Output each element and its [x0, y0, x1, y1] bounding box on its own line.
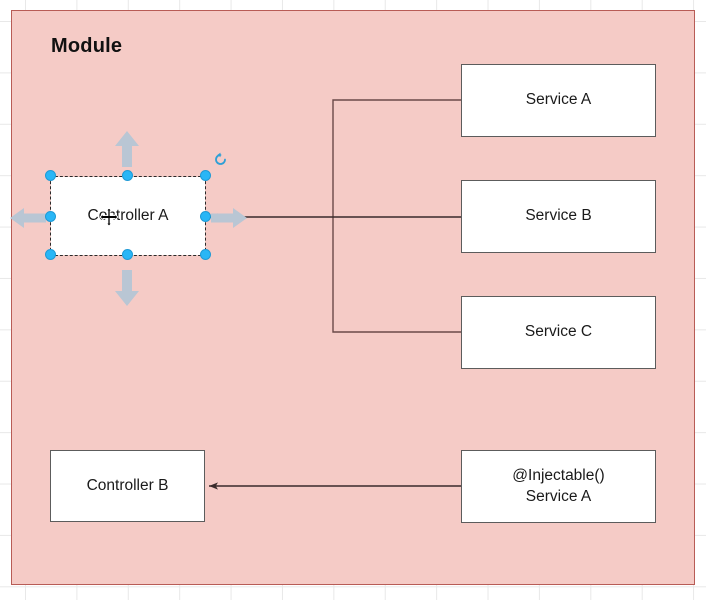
- direction-arrow-up-icon[interactable]: [112, 129, 142, 169]
- direction-arrow-down-icon[interactable]: [112, 268, 142, 308]
- rotate-handle-icon[interactable]: [213, 152, 228, 167]
- direction-arrow-left-icon[interactable]: [8, 206, 48, 230]
- resize-handle-middle-right[interactable]: [200, 211, 211, 222]
- move-cursor-icon: [100, 208, 118, 226]
- direction-arrow-right-icon[interactable]: [209, 206, 249, 230]
- resize-handle-bottom-middle[interactable]: [122, 249, 133, 260]
- node-controller-a[interactable]: Controller A: [51, 177, 205, 255]
- resize-handle-top-right[interactable]: [200, 170, 211, 181]
- resize-handle-middle-left[interactable]: [45, 211, 56, 222]
- node-service-c[interactable]: Service C: [461, 296, 656, 369]
- resize-handle-top-middle[interactable]: [122, 170, 133, 181]
- node-controller-b[interactable]: Controller B: [50, 450, 205, 522]
- node-service-b[interactable]: Service B: [461, 180, 656, 253]
- node-injectable-service-a[interactable]: @Injectable() Service A: [461, 450, 656, 523]
- module-title: Module: [51, 35, 123, 57]
- resize-handle-bottom-left[interactable]: [45, 249, 56, 260]
- node-service-a[interactable]: Service A: [461, 64, 656, 137]
- resize-handle-top-left[interactable]: [45, 170, 56, 181]
- resize-handle-bottom-right[interactable]: [200, 249, 211, 260]
